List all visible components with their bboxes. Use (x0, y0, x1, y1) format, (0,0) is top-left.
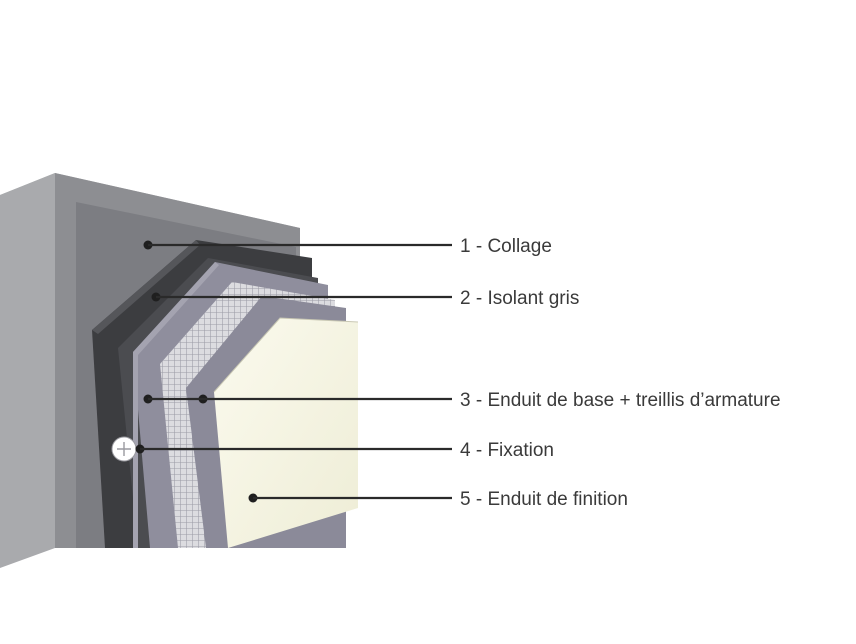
wall-left-face (0, 173, 55, 568)
adhesive-layer-edge (92, 240, 200, 334)
base-coat-edge (133, 262, 219, 548)
finish-layer (214, 318, 358, 548)
label-isolant-gris: 2 - Isolant gris (460, 288, 579, 309)
leader-enduit-finition (248, 493, 452, 503)
leader-collage (143, 240, 452, 250)
leader-fixation (135, 444, 452, 454)
finish-layer-outline (213, 317, 359, 393)
label-enduit-de-finition: 5 - Enduit de finition (460, 489, 628, 510)
leader-isolant (151, 292, 452, 302)
label-collage: 1 - Collage (460, 236, 552, 257)
leader-enduit-base (143, 394, 452, 404)
label-enduit-de-base: 3 - Enduit de base + treillis d’armature (460, 390, 781, 411)
fixation-anchor (111, 436, 137, 462)
label-fixation: 4 - Fixation (460, 440, 554, 461)
